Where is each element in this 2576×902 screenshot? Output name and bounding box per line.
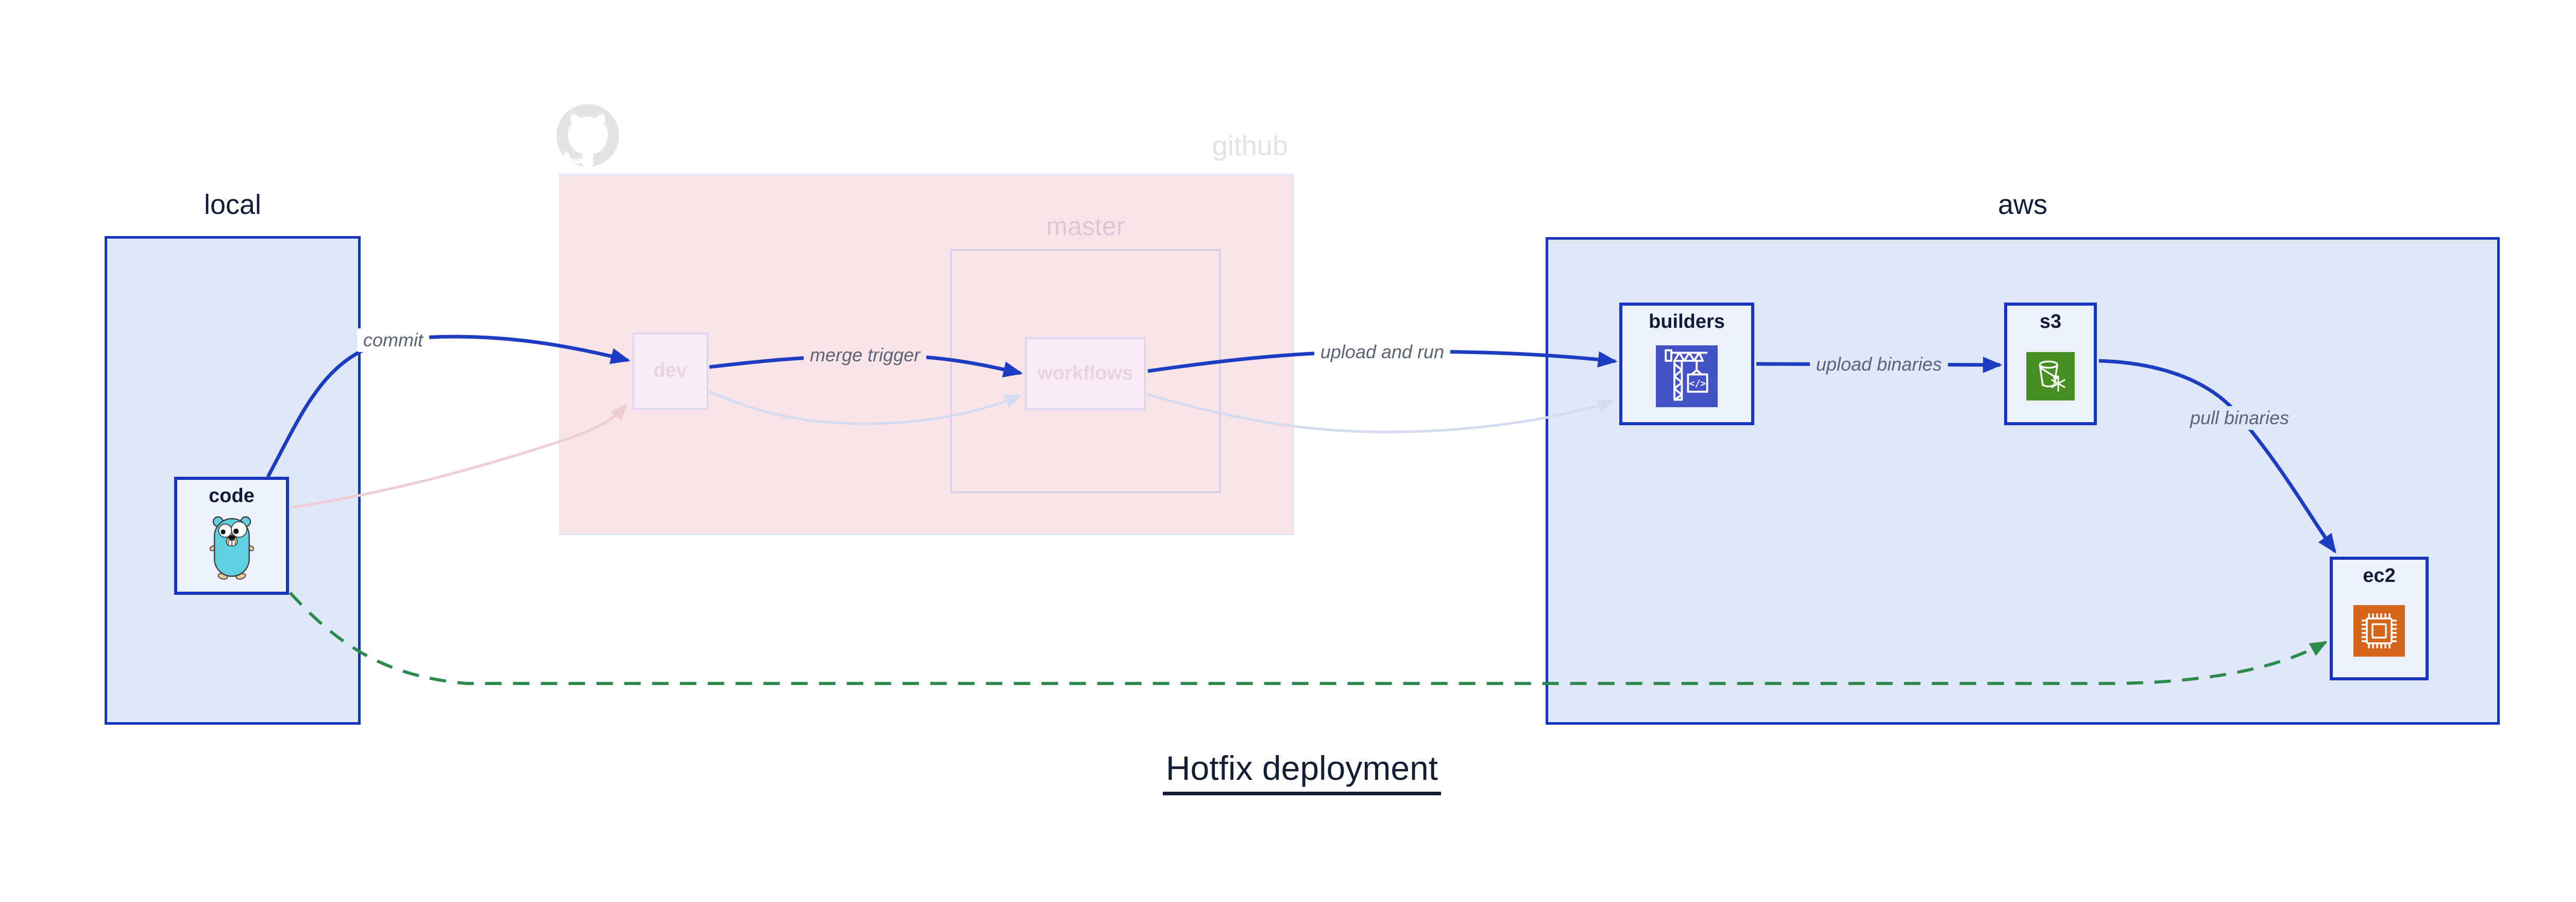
diagram-title-wrap: Hotfix deployment xyxy=(0,748,2576,795)
region-aws-label: aws xyxy=(1997,189,2048,220)
node-s3-body xyxy=(2007,335,2094,419)
region-master-box xyxy=(950,249,1221,493)
node-s3-label: s3 xyxy=(2039,311,2062,332)
region-github-label: github xyxy=(1212,130,1288,161)
node-workflows: workflows xyxy=(1025,337,1146,410)
edge-faded-code-dev xyxy=(290,403,628,509)
edge-label-upload-and-run: upload and run xyxy=(1314,340,1451,364)
node-builders: builders </> xyxy=(1619,303,1754,425)
node-ec2-body xyxy=(2333,589,2426,674)
node-builders-body: </> xyxy=(1622,335,1751,419)
ec2-chip-icon xyxy=(2353,605,2405,657)
go-gopher-icon xyxy=(209,514,255,582)
edge-label-commit: commit xyxy=(357,328,429,352)
edge-pull-binaries-path xyxy=(2098,359,2336,554)
node-workflows-label: workflows xyxy=(1037,362,1133,385)
s3-glacier-bucket-icon xyxy=(2026,352,2075,400)
region-master-label: master xyxy=(1046,212,1125,241)
node-builders-label: builders xyxy=(1649,311,1725,332)
edge-faded-workflows-builders xyxy=(1146,393,1615,433)
octocat-icon xyxy=(555,103,620,168)
node-dev: dev xyxy=(632,332,708,410)
edge-label-pull-binaries: pull binaries xyxy=(2183,406,2296,430)
region-local-label: local xyxy=(204,189,262,220)
node-code-label: code xyxy=(209,485,255,507)
node-code: code xyxy=(174,477,289,595)
edge-label-upload-binaries: upload binaries xyxy=(1809,353,1948,376)
edge-commit-path xyxy=(266,335,631,478)
edge-hotfix-dashed-path xyxy=(289,591,2328,685)
diagram-title: Hotfix deployment xyxy=(1162,748,1442,795)
node-dev-label: dev xyxy=(653,360,687,382)
node-ec2-label: ec2 xyxy=(2363,565,2396,587)
node-s3: s3 xyxy=(2004,303,2097,425)
node-ec2: ec2 xyxy=(2330,557,2429,680)
codebuild-crane-icon: </> xyxy=(1656,345,1718,407)
svg-text:</>: </> xyxy=(1689,378,1706,389)
node-code-body xyxy=(177,509,286,588)
edge-label-merge-trigger: merge trigger xyxy=(803,343,927,367)
edge-faded-dev-workflows xyxy=(708,390,1022,425)
